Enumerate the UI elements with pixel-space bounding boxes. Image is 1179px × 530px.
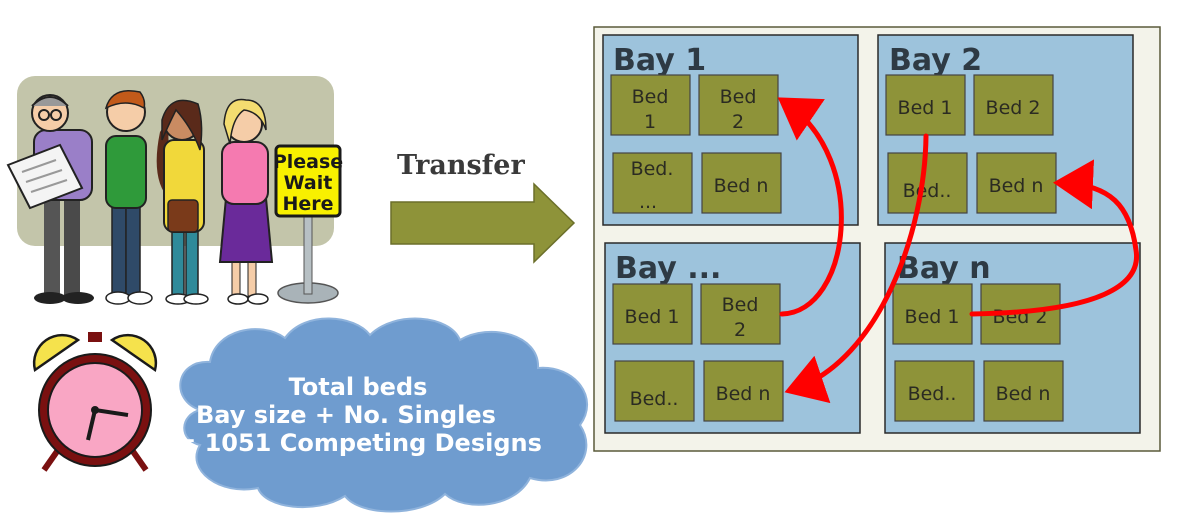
cloud-line-2: Bay size + No. Singles	[196, 401, 496, 429]
transfer-arrow-shape	[390, 182, 576, 264]
person-reading-newspaper-icon	[6, 94, 94, 304]
transfer-path-bay3-bed2-to-bay1-bed2	[777, 97, 844, 317]
bed-label: Bed..	[908, 383, 957, 405]
bed-label: Bed..	[903, 180, 952, 202]
bed-label: Bed n	[989, 175, 1044, 197]
cloud-line-1: Total beds	[289, 373, 428, 401]
transfer-arrow: Transfer	[390, 150, 576, 264]
bed	[698, 74, 779, 136]
bed-label: Bed n	[996, 383, 1051, 405]
bay-title: Bay 2	[889, 43, 982, 78]
bed	[894, 360, 975, 422]
bed	[614, 360, 695, 422]
bed-label: Bed 2	[986, 97, 1041, 119]
bed	[703, 360, 784, 422]
bed-label: Bed n	[716, 383, 771, 405]
sign-line-2: Wait	[284, 172, 333, 194]
bed	[612, 283, 693, 345]
sign-line-1: Please	[273, 151, 343, 173]
sign-line-3: Here	[282, 193, 333, 215]
bed	[976, 152, 1057, 214]
bay-3: Bay ... Bed 1 Bed 2 Bed.. Bed n	[604, 242, 861, 434]
ward: Bay 1 Bed 1 Bed 2 Bed. ... Bed n Bay 2 B…	[593, 26, 1161, 452]
bed-label: Bed n	[714, 175, 769, 197]
alarm-clock-icon	[32, 332, 158, 472]
please-wait-sign: Please Wait Here	[273, 144, 343, 304]
bed-label: Bed 1	[905, 306, 960, 328]
person-yellow-top-icon	[156, 99, 209, 305]
transfer-path-bayn-bed1-to-bay2-bedn	[969, 159, 1140, 317]
person-purple-skirt-icon	[218, 98, 274, 305]
bed	[612, 152, 693, 214]
info-cloud: Total beds Bay size + No. Singles = 1051…	[176, 317, 588, 513]
queue-illustration: Please Wait Here	[6, 76, 343, 305]
transfer-paths	[777, 97, 1140, 404]
bed-label: Bed 1	[898, 97, 953, 119]
person-green-shirt-icon	[104, 90, 153, 305]
cloud-line-3: = 1051 Competing Designs	[176, 429, 542, 457]
bay-n: Bay n Bed 1 Bed 2 Bed.. Bed n	[884, 242, 1141, 434]
bed-label: Bed..	[630, 388, 679, 410]
bay-title: Bay ...	[615, 251, 721, 286]
bed	[973, 74, 1054, 136]
bed-label: ...	[639, 191, 657, 213]
bed-label: Bed	[722, 294, 759, 316]
bed-label: Bed	[632, 86, 669, 108]
bed-label: 2	[734, 319, 746, 341]
bed-label: Bed 1	[625, 306, 680, 328]
bed-label: 1	[644, 111, 656, 133]
bed-label: 2	[732, 111, 744, 133]
bay-title: Bay n	[897, 251, 991, 286]
bed	[701, 152, 782, 214]
bay-title: Bay 1	[613, 43, 706, 78]
bed-label: Bed.	[631, 158, 674, 180]
transfer-path-bay2-bed1-to-bay3-bedn	[784, 133, 929, 404]
cloud-shape	[179, 317, 588, 513]
bed-label: Bed	[720, 86, 757, 108]
transfer-label: Transfer	[397, 150, 525, 181]
bay-2: Bay 2 Bed 1 Bed 2 Bed.. Bed n	[877, 34, 1134, 226]
bed	[983, 360, 1064, 422]
bed	[892, 283, 973, 345]
bay-1: Bay 1 Bed 1 Bed 2 Bed. ... Bed n	[602, 34, 859, 226]
bed	[700, 283, 781, 345]
bed	[610, 74, 691, 136]
